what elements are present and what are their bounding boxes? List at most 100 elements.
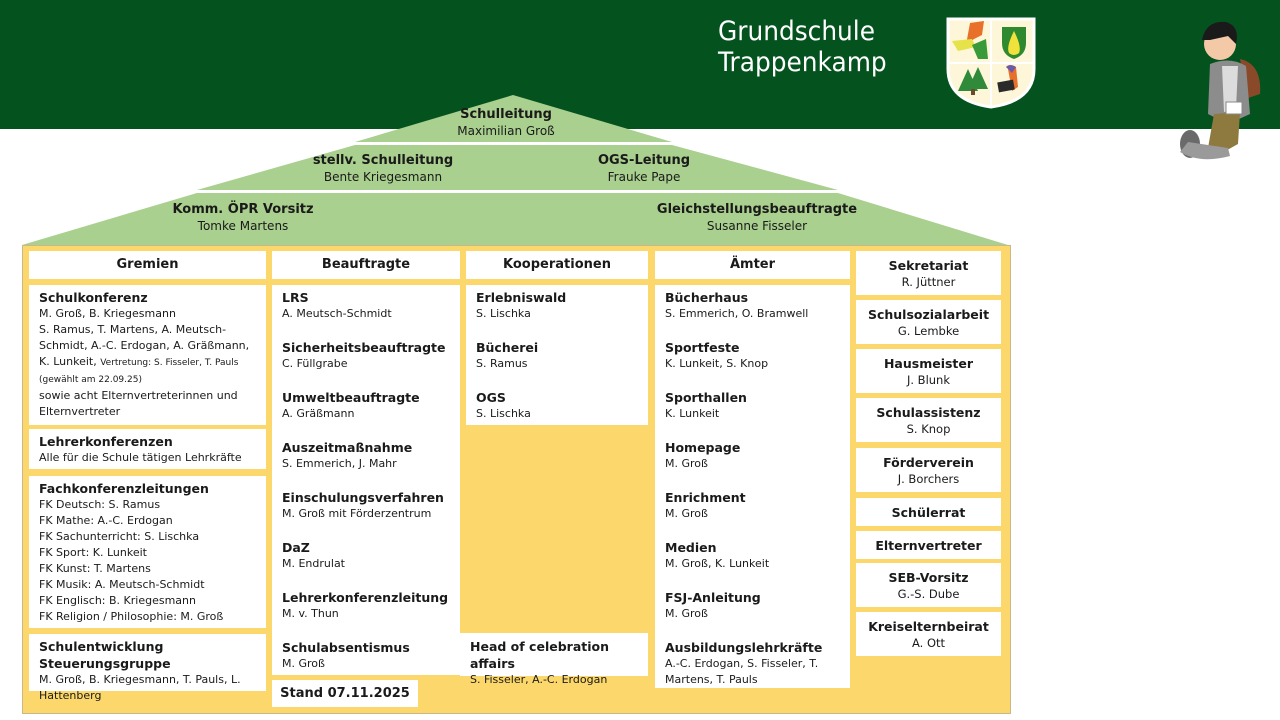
item-title: DaZ: [282, 540, 310, 555]
fachkonferenzen-box: Fachkonferenzleitungen FK Deutsch: S. Ra…: [29, 476, 266, 628]
side-item-name: J. Borchers: [897, 471, 960, 486]
aemter-header: Ämter: [655, 251, 850, 279]
side-item-title: Hausmeister: [883, 355, 974, 371]
item-title: Enrichment: [665, 490, 746, 505]
item-title: Ausbildungslehrkräfte: [665, 640, 823, 655]
item-name: M. v. Thun: [282, 607, 339, 620]
fk-item: FK Mathe: A.-C. Erdogan: [39, 514, 173, 527]
beauftragte-item: Lehrerkonferenzleitung M. v. Thun: [282, 589, 450, 622]
gleichstellung-name: Susanne Fisseler: [706, 219, 808, 233]
item-name: K. Lunkeit, S. Knop: [665, 357, 769, 370]
side-item-title: Schulsozialarbeit: [867, 306, 990, 322]
fk-item: FK Kunst: T. Martens: [39, 562, 151, 575]
steuerungsgruppe-text: M. Groß, B. Kriegesmann, T. Pauls, L. Ha…: [39, 673, 241, 702]
item-title: Bücherhaus: [665, 290, 749, 305]
beauftragte-item: Umweltbeauftragte A. Gräßmann: [282, 389, 450, 422]
oepr-vorsitz-name: Tomke Martens: [197, 219, 289, 233]
side-item-kreiselternbeirat: Kreiselternbeirat A. Ott: [856, 612, 1001, 656]
celebration-name: S. Fisseler, A.-C. Erdogan: [470, 673, 608, 686]
roof-tier-3: [22, 193, 1008, 245]
item-title: Schulabsentismus: [282, 640, 410, 655]
item-name: A.-C. Erdogan, S. Fisseler, T. Martens, …: [665, 657, 819, 686]
item-name: M. Groß: [665, 607, 708, 620]
school-name-line1: Grundschule: [718, 16, 875, 47]
side-item-name: A. Ott: [911, 635, 946, 650]
item-title: Lehrerkonferenzleitung: [282, 590, 449, 605]
side-item-title: Schulassistenz: [876, 404, 981, 420]
kooperation-item: Erlebniswald S. Lischka: [476, 289, 638, 322]
schulkonferenz-title: Schulkonferenz: [39, 290, 148, 305]
item-title: LRS: [282, 290, 309, 305]
schulkonferenz-box: Schulkonferenz M. Groß, B. Kriegesmann S…: [29, 285, 266, 425]
ogs-leitung-name: Frauke Pape: [607, 170, 681, 184]
lehrerkonferenzen-title: Lehrerkonferenzen: [39, 434, 173, 449]
gleichstellung-title: Gleichstellungsbeauftragte: [656, 202, 858, 217]
item-title: Auszeitmaßnahme: [282, 440, 413, 455]
side-item-seb-vorsitz: SEB-Vorsitz G.-S. Dube: [856, 563, 1001, 607]
item-name: S. Emmerich, J. Mahr: [282, 457, 397, 470]
schulleitung-name: Maximilian Groß: [457, 124, 555, 138]
side-item-title: Elternvertreter: [875, 537, 982, 553]
item-title: Erlebniswald: [476, 290, 567, 305]
side-item-schuelerrat: Schülerrat: [856, 498, 1001, 526]
item-title: Medien: [665, 540, 717, 555]
side-item-name: G.-S. Dube: [897, 586, 960, 601]
steuerungsgruppe-box: Schulentwicklung Steuerungsgruppe M. Gro…: [29, 634, 266, 702]
steuerungsgruppe-title: Schulentwicklung Steuerungsgruppe: [39, 639, 171, 671]
item-title: Sportfeste: [665, 340, 740, 355]
beauftragte-item: Auszeitmaßnahme S. Emmerich, J. Mahr: [282, 439, 450, 472]
item-title: Umweltbeauftragte: [282, 390, 420, 405]
beauftragte-item: LRS A. Meutsch-Schmidt: [282, 289, 450, 322]
item-name: S. Lischka: [476, 307, 531, 320]
roof-gleichstellung: Gleichstellungsbeauftragte Susanne Fisse…: [657, 202, 857, 234]
fk-item: FK Musik: A. Meutsch-Schmidt: [39, 578, 205, 591]
schulkonferenz-line2: S. Ramus, T. Martens, A. Meutsch-Schmidt…: [39, 323, 250, 368]
stellv-schulleitung-name: Bente Kriegesmann: [323, 170, 443, 184]
fk-item: FK Sachunterricht: S. Lischka: [39, 530, 200, 543]
item-name: M. Groß mit Förderzentrum: [282, 507, 432, 520]
amt-item: Sportfeste K. Lunkeit, S. Knop: [665, 339, 840, 372]
side-item-title: Förderverein: [883, 454, 974, 470]
fk-item: FK Englisch: B. Kriegesmann: [39, 594, 196, 607]
item-name: A. Gräßmann: [282, 407, 355, 420]
side-item-schulsozialarbeit: Schulsozialarbeit G. Lembke: [856, 300, 1001, 344]
side-item-name: R. Jüttner: [901, 274, 956, 289]
side-item-elternvertreter: Elternvertreter: [856, 531, 1001, 559]
oepr-vorsitz-title: Komm. ÖPR Vorsitz: [172, 202, 314, 217]
coat-of-arms-icon: [946, 17, 1036, 109]
item-name: S. Ramus: [476, 357, 528, 370]
fk-item: FK Religion / Philosophie: M. Groß: [39, 610, 224, 623]
beauftragte-list: LRS A. Meutsch-Schmidt Sicherheitsbeauftr…: [272, 285, 460, 675]
boy-illustration-icon: [1180, 21, 1261, 160]
roof-schulleitung: Schulleitung Maximilian Groß: [457, 107, 554, 139]
side-item-title: SEB-Vorsitz: [888, 569, 969, 585]
item-title: Sicherheitsbeauftragte: [282, 340, 446, 355]
amt-item: Enrichment M. Groß: [665, 489, 840, 522]
item-name: M. Groß: [665, 507, 708, 520]
side-item-foerderverein: Förderverein J. Borchers: [856, 448, 1001, 492]
item-title: Sporthallen: [665, 390, 747, 405]
side-item-hausmeister: Hausmeister J. Blunk: [856, 349, 1001, 393]
roof-ogs-leitung: OGS-Leitung Frauke Pape: [598, 153, 690, 185]
kooperationen-header: Kooperationen: [466, 251, 648, 279]
side-item-name: S. Knop: [906, 421, 951, 436]
stand-date: Stand 07.11.2025: [272, 680, 418, 707]
item-title: OGS: [476, 390, 506, 405]
side-item-schulassistenz: Schulassistenz S. Knop: [856, 398, 1001, 442]
item-name: A. Meutsch-Schmidt: [282, 307, 392, 320]
schulkonferenz-members: S. Ramus, T. Martens, A. Meutsch-Schmidt…: [39, 322, 256, 388]
item-title: Homepage: [665, 440, 741, 455]
schulkonferenz-line1: M. Groß, B. Kriegesmann: [39, 307, 176, 320]
